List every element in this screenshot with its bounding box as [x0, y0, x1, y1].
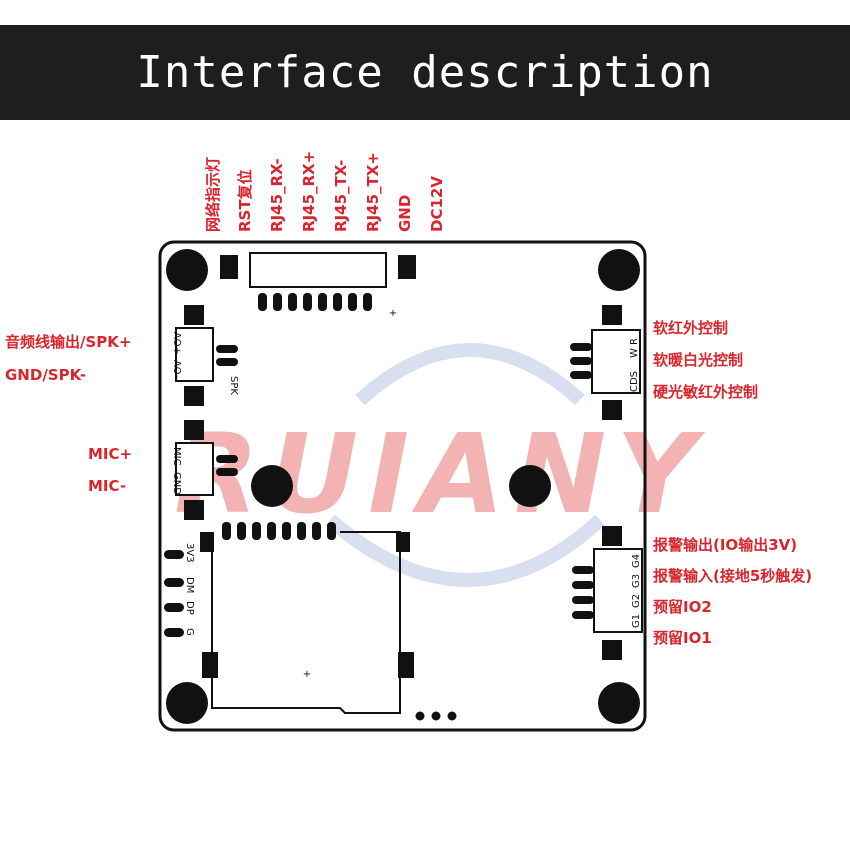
usb-pin	[164, 628, 184, 637]
ir-pin	[570, 343, 592, 351]
usb-dm-label: DM	[184, 577, 195, 593]
pad	[396, 532, 410, 552]
cds-label: CDS	[629, 371, 640, 392]
g2-label: G2	[631, 594, 642, 608]
right-label: 软红外控制	[653, 319, 728, 337]
pad	[602, 526, 622, 546]
top-label: 网络指示灯	[204, 157, 222, 232]
right-label: 预留IO1	[653, 629, 712, 647]
io-connector	[593, 548, 643, 633]
watermark-arc-bottom	[325, 514, 605, 587]
ir-connector	[591, 329, 641, 394]
top-label: GND	[396, 195, 414, 232]
top-label: DC12V	[428, 176, 446, 232]
right-label: 预留IO2	[653, 598, 712, 616]
sd-slot-pins	[222, 522, 336, 540]
audio-pin	[216, 345, 238, 353]
pad	[602, 640, 622, 660]
right-label: 软暖白光控制	[653, 351, 743, 369]
page-title: Interface description	[136, 47, 714, 98]
left-label: MIC-	[88, 477, 126, 495]
mic-connector	[175, 442, 214, 496]
mounting-hole	[598, 682, 640, 724]
pad	[398, 652, 414, 678]
mic-label: MIC	[171, 447, 182, 466]
pad	[602, 305, 622, 325]
network-connector-pins	[258, 293, 372, 311]
g1-label: G1	[631, 614, 642, 628]
led-dot	[447, 711, 457, 721]
usb-3v3-label: 3V3	[184, 543, 195, 563]
pad	[184, 305, 204, 325]
audio-out-connector	[175, 327, 214, 382]
usb-pin	[164, 603, 184, 612]
network-connector	[249, 252, 387, 288]
usb-pin	[164, 550, 184, 559]
left-label: MIC+	[88, 445, 132, 463]
io-pin	[572, 596, 594, 604]
top-label: RST复位	[236, 169, 254, 232]
sd-card-slot	[211, 531, 401, 714]
g4-label: G4	[631, 554, 642, 568]
left-label: 音频线输出/SPK+	[5, 333, 131, 351]
usb-dp-label: DP	[184, 601, 195, 615]
usb-g-label: G	[184, 628, 195, 636]
mounting-hole	[598, 249, 640, 291]
io-pin	[572, 611, 594, 619]
usb-pin	[164, 578, 184, 587]
pad	[200, 532, 214, 552]
pad	[184, 386, 204, 406]
mounting-hole	[166, 249, 208, 291]
ao-minus-label: AO-	[171, 360, 182, 379]
ir-pin	[570, 371, 592, 379]
watermark: RUIANY	[174, 410, 706, 538]
mic-pin	[216, 455, 238, 463]
r-label: R	[629, 338, 640, 345]
mic-gnd-label: GND	[171, 472, 182, 495]
pad	[398, 255, 416, 279]
right-label: 报警输出(IO输出3V)	[653, 536, 797, 554]
pad	[220, 255, 238, 279]
title-banner: Interface description	[0, 25, 850, 120]
g3-label: G3	[631, 574, 642, 588]
audio-pin	[216, 358, 238, 366]
led-dot	[415, 711, 425, 721]
ao-plus-label: AO+	[171, 332, 182, 355]
io-pin	[572, 566, 594, 574]
io-pin	[572, 581, 594, 589]
top-label: RJ45_RX+	[300, 151, 318, 232]
plus-mark: +	[303, 669, 311, 680]
pcb-outline	[158, 240, 647, 732]
pad	[184, 500, 204, 520]
left-label: GND/SPK-	[5, 366, 86, 384]
right-label: 硬光敏红外控制	[653, 383, 758, 401]
plus-mark: +	[389, 308, 397, 319]
right-label: 报警输入(接地5秒触发)	[653, 567, 812, 585]
lens-hole	[509, 465, 551, 507]
spk-label: SPK	[228, 376, 239, 395]
lens-hole	[251, 465, 293, 507]
top-label: RJ45_TX+	[364, 152, 382, 232]
top-label: RJ45_TX-	[332, 160, 350, 232]
ir-pin	[570, 357, 592, 365]
pad	[202, 652, 218, 678]
pad	[602, 400, 622, 420]
w-label: W	[629, 348, 640, 358]
watermark-arc	[355, 343, 585, 406]
top-label: RJ45_RX-	[268, 158, 286, 232]
led-dot	[431, 711, 441, 721]
mic-pin	[216, 468, 238, 476]
pad	[184, 420, 204, 440]
mounting-hole	[166, 682, 208, 724]
